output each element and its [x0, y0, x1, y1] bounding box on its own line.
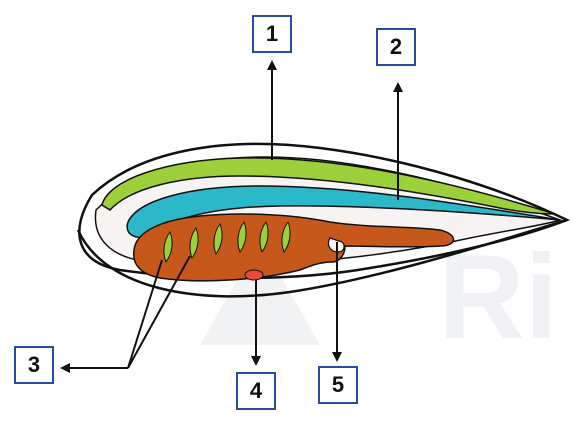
label-5-text: 5 — [332, 372, 344, 398]
label-3-text: 3 — [28, 352, 40, 378]
label-box-5: 5 — [318, 366, 358, 404]
label-1-text: 1 — [266, 21, 278, 47]
label-box-4: 4 — [236, 372, 276, 410]
label-box-2: 2 — [376, 28, 416, 66]
label-2-text: 2 — [390, 34, 402, 60]
label-4-text: 4 — [250, 378, 262, 404]
small-organ — [245, 270, 263, 280]
label-box-1: 1 — [252, 15, 292, 53]
label-box-3: 3 — [14, 346, 54, 384]
